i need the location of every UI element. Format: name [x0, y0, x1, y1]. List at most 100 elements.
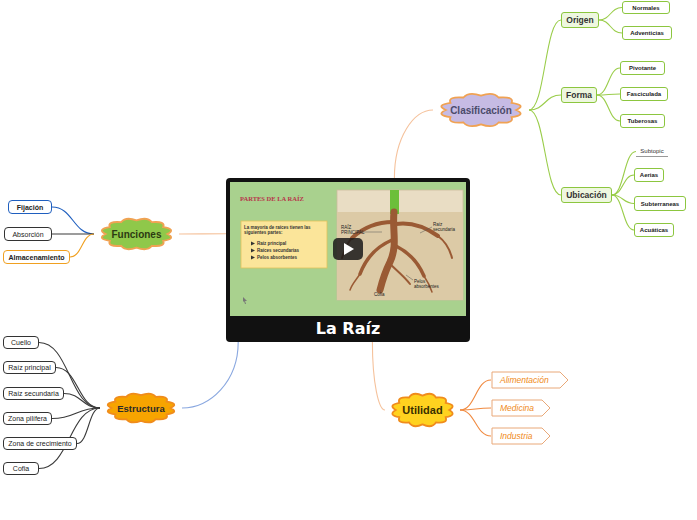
node-text: La Raíz: [316, 316, 380, 342]
tag-shape: [492, 372, 568, 388]
cloud-shape: [108, 394, 175, 423]
slide-background: [230, 182, 466, 316]
branch-connector: [182, 342, 238, 408]
node-text: Utilidad: [402, 404, 442, 416]
tag-shape: [492, 428, 550, 444]
branch-connector: [597, 68, 620, 95]
cursor-icon: [243, 297, 247, 304]
branch-connector: [597, 95, 620, 121]
node-text: Funciones: [111, 229, 161, 240]
leaf-box: Fasciculada: [620, 87, 668, 101]
node-text: Origen: [566, 15, 593, 25]
node-text: Almacenamiento: [8, 254, 64, 261]
main-topic-cloud: Funciones: [94, 213, 179, 255]
node-text: Cuello: [11, 339, 31, 346]
branch-connector: [612, 195, 634, 230]
branch-connector: [64, 394, 100, 409]
part-label: RAÍZ PRINCIPAL: [341, 225, 357, 235]
branch-connector: [77, 408, 100, 444]
cloud-shape: [392, 394, 452, 426]
node-text: Raíz secundaria: [8, 390, 59, 397]
leaf-box: Aerias: [634, 168, 664, 182]
bullet-marks: [251, 242, 255, 260]
node-text: Tuberosas: [628, 118, 658, 124]
play-button: [333, 238, 363, 260]
leaf-box: Absorción: [4, 227, 52, 241]
branch-connector: [529, 110, 561, 195]
node-text: Alimentación: [500, 375, 549, 385]
branch-connector: [597, 94, 620, 95]
main-topic-cloud: Utilidad: [385, 388, 460, 432]
main-topic-cloud: Clasificación: [433, 88, 529, 132]
text-panel: [241, 221, 327, 268]
leaf-box: Subterraneas: [634, 196, 686, 211]
video-frame: [226, 178, 470, 342]
branch-connector: [460, 410, 491, 436]
leaf-box: Pivotante: [620, 61, 665, 75]
node-text: Raíz principal: [8, 364, 50, 371]
branch-connector: [599, 8, 622, 21]
part-label: Raíz secundaria: [433, 222, 461, 232]
bullet-text: Raíz principal: [257, 241, 323, 246]
node-text: Absorción: [12, 231, 43, 238]
leaf-box: Cuello: [3, 336, 39, 349]
branch-connector: [394, 110, 433, 178]
part-label: Cofia: [374, 292, 394, 297]
branch-connector: [529, 95, 561, 110]
node-text: Clasificación: [450, 105, 512, 116]
tag-box: Alimentación: [491, 371, 569, 389]
node-text: Pivotante: [629, 65, 656, 71]
leaf-box: Tuberosas: [620, 114, 665, 128]
node-text: Estructura: [117, 403, 165, 414]
node-text: Fasciculada: [627, 91, 661, 97]
leaf-box: Normales: [622, 1, 670, 14]
subtopic-box: Forma: [561, 87, 597, 103]
subtopic-box: Origen: [561, 12, 599, 28]
branch-connector: [460, 408, 491, 410]
leaf-box: Adventicias: [622, 26, 672, 40]
leaf-box: Raíz secundaria: [3, 387, 64, 400]
branch-connector: [529, 20, 561, 110]
branch-connector: [612, 175, 634, 195]
leaf-box: Cofia: [3, 462, 39, 475]
part-label: Pelos absorbentes: [414, 279, 446, 289]
bullet-text: Pelos absorbentes: [257, 255, 323, 260]
subtopic-box: Ubicación: [561, 187, 612, 203]
node-text: Forma: [566, 90, 592, 100]
node-text: Medicina: [500, 403, 534, 413]
node-text: Acuáticas: [640, 227, 668, 233]
node-text: Subtopic: [640, 148, 663, 154]
node-text: Subterraneas: [641, 201, 679, 207]
tag-box: Industria: [491, 427, 551, 445]
node-text: Industria: [500, 431, 533, 441]
node-text: Zona de crecimiento: [8, 440, 71, 447]
branch-connector: [460, 380, 491, 410]
node-text: Normales: [632, 5, 659, 11]
node-text: Ubicación: [566, 190, 607, 200]
branch-connector: [612, 152, 636, 196]
cloud-shape: [102, 219, 171, 250]
branch-connector: [52, 207, 94, 234]
tag-box: Medicina: [491, 399, 551, 417]
tag-shape: [492, 400, 550, 416]
leaf-box: Raíz principal: [3, 361, 56, 374]
branch-connector: [372, 342, 385, 410]
node-text: Aerias: [640, 172, 658, 178]
slide-text: La mayoría de raíces tienen las siguient…: [244, 225, 324, 235]
play-icon: [344, 243, 354, 255]
node-text: Adventicias: [630, 30, 664, 36]
cloud-shape: [441, 94, 520, 126]
leaf-box: Zona de crecimiento: [3, 437, 77, 450]
leaf-box: Fijación: [8, 200, 52, 214]
leaf-box: Zona pilífera: [3, 412, 52, 425]
leaf-box: Almacenamiento: [3, 250, 70, 264]
leaf-box: Acuáticas: [634, 223, 674, 237]
node-text: Cofia: [13, 465, 29, 472]
branch-connector: [599, 20, 622, 33]
plain-topic: Subtopic: [636, 146, 668, 157]
branch-connector: [179, 233, 226, 234]
